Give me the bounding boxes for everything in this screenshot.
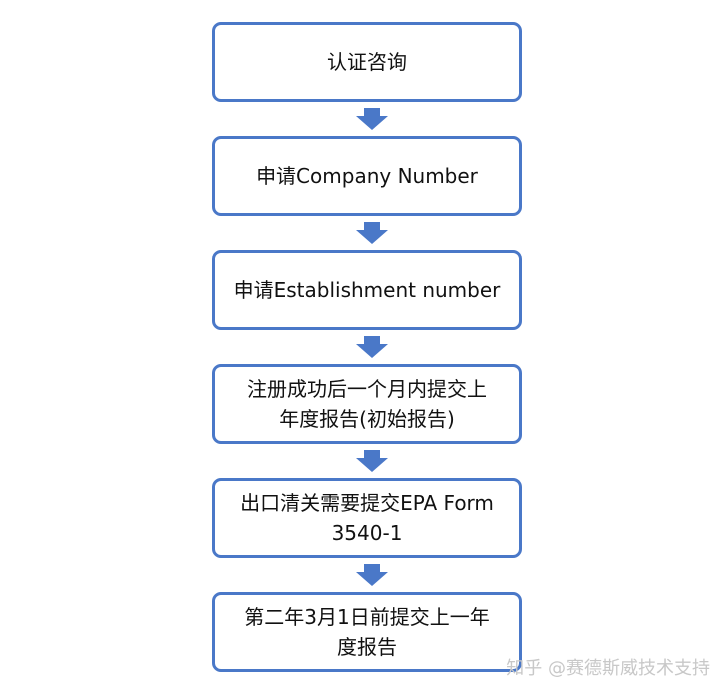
step-apply-establishment-number: 申请Establishment number xyxy=(212,250,522,330)
step-submit-initial-report: 注册成功后一个月内提交上 年度报告(初始报告) xyxy=(212,364,522,444)
step-label-line-2: 年度报告(初始报告) xyxy=(279,407,455,431)
step-label-line-1: 注册成功后一个月内提交上 xyxy=(247,377,487,401)
step-apply-company-number: 申请Company Number xyxy=(212,136,522,216)
step-label: 申请Company Number xyxy=(256,164,478,188)
step-label: 认证咨询 xyxy=(327,50,407,74)
step-certification-consulting: 认证咨询 xyxy=(212,22,522,102)
step-label: 申请Establishment number xyxy=(233,278,501,302)
step-export-customs-form: 出口清关需要提交EPA Form 3540-1 xyxy=(212,478,522,558)
arrow-down-icon xyxy=(356,108,388,130)
step-label-line-2: 度报告 xyxy=(337,635,397,659)
arrow-down-icon xyxy=(356,336,388,358)
step-label-line-1: 出口清关需要提交EPA Form xyxy=(240,491,494,515)
arrow-down-icon xyxy=(356,222,388,244)
watermark: 知乎 @赛德斯威技术支持 xyxy=(506,658,710,679)
step-label-line-1: 第二年3月1日前提交上一年 xyxy=(244,605,490,629)
step-label-line-2: 3540-1 xyxy=(331,521,403,545)
arrow-down-icon xyxy=(356,450,388,472)
step-annual-report: 第二年3月1日前提交上一年 度报告 xyxy=(212,592,522,672)
arrow-down-icon xyxy=(356,564,388,586)
